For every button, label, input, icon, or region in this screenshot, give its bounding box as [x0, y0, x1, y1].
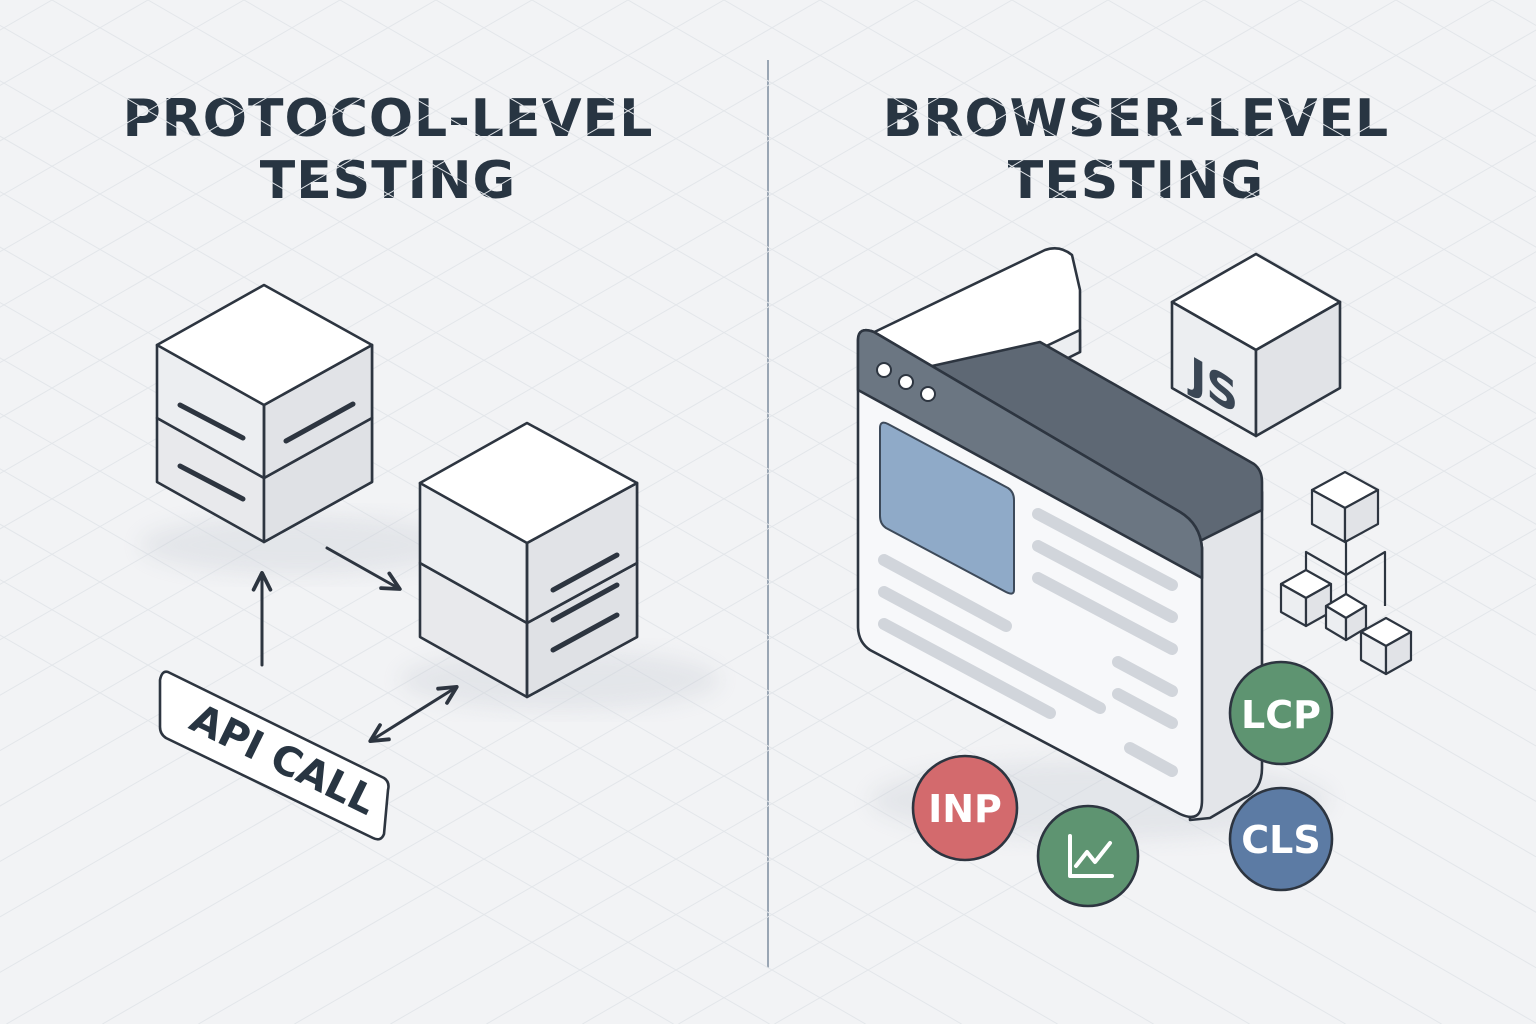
- browser-level-title: BROWSER-LEVEL TESTING: [836, 88, 1436, 212]
- grid-line: [0, 412, 1058, 1024]
- grid-line: [0, 0, 1013, 585]
- grid-line: [1011, 0, 1536, 304]
- metric-inp-badge: INP: [911, 754, 1019, 862]
- lcp-text: LCP: [1241, 693, 1321, 737]
- grid-line: [390, 362, 1536, 1024]
- metric-lcp-badge: LCP: [1228, 660, 1334, 766]
- grid-line: [0, 523, 866, 1024]
- grid-line: [0, 468, 962, 1024]
- grid-line: [0, 0, 533, 308]
- server-stack-icon: [155, 283, 374, 544]
- browser-title-line2: TESTING: [1007, 151, 1265, 211]
- grid-line: [0, 634, 674, 1024]
- grid-line: [627, 0, 1536, 525]
- panel-divider: [767, 60, 769, 968]
- grid-line: [0, 0, 629, 364]
- grid-line: [0, 0, 245, 142]
- grid-line: [915, 0, 1536, 359]
- grid-line: [0, 0, 1301, 752]
- grid-line: [0, 0, 53, 31]
- cls-text: CLS: [1241, 818, 1320, 862]
- grid-line: [723, 0, 1536, 470]
- metric-chart-badge: [1036, 804, 1140, 908]
- line-chart-icon: [1068, 834, 1114, 878]
- grid-line: [1203, 0, 1536, 193]
- inp-text: INP: [928, 787, 1002, 831]
- grid-line: [0, 0, 725, 419]
- browser-text-lines: [878, 508, 1178, 777]
- grid-line: [582, 472, 1536, 1024]
- grid-line: [819, 0, 1536, 414]
- grid-line: [0, 0, 437, 253]
- browser-title-line1: BROWSER-LEVEL: [882, 89, 1390, 149]
- grid-line: [0, 0, 917, 530]
- grid-line: [0, 579, 770, 1024]
- grid-line: [1107, 0, 1536, 248]
- arrow-icon: [251, 546, 459, 744]
- server-stack-icon: [418, 421, 639, 699]
- grid-line: [0, 0, 821, 475]
- grid-line: [531, 0, 1536, 581]
- metric-cls-badge: CLS: [1228, 786, 1334, 892]
- dependency-tree-icon: [1279, 470, 1413, 676]
- grid-line: [0, 0, 341, 197]
